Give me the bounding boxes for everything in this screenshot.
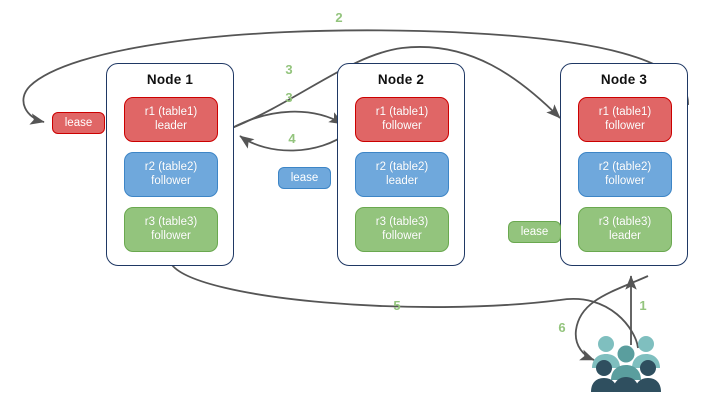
step-label-2: 2	[335, 10, 343, 25]
lease-badge-red[interactable]: lease	[52, 112, 105, 134]
node-3-replica-r2[interactable]: r2 (table2) follower	[578, 152, 672, 197]
node-2-box[interactable]: Node 2 r1 (table1) follower r2 (table2) …	[337, 63, 465, 266]
node-2-replica-r1[interactable]: r1 (table1) follower	[355, 97, 449, 142]
replica-line2: follower	[382, 229, 422, 242]
replica-line1: r2 (table2)	[144, 161, 198, 173]
node-1-box[interactable]: Node 1 r1 (table1) leader r2 (table2) fo…	[106, 63, 234, 266]
replica-line1: r3 (table3)	[598, 216, 652, 228]
node-1-replica-r1[interactable]: r1 (table1) leader	[124, 97, 218, 142]
replica-line1: r1 (table1)	[144, 106, 198, 118]
node-3-replica-r1[interactable]: r1 (table1) follower	[578, 97, 672, 142]
replica-line1: r3 (table3)	[144, 216, 198, 228]
node-2-replica-r3[interactable]: r3 (table3) follower	[355, 207, 449, 252]
step-label-3-upper: 3	[285, 62, 293, 77]
node-1-replica-r2[interactable]: r2 (table2) follower	[124, 152, 218, 197]
replica-line1: r2 (table2)	[375, 161, 429, 173]
node-2-replica-r2[interactable]: r2 (table2) leader	[355, 152, 449, 197]
step-label-3-lower: 3	[285, 90, 293, 105]
step-label-5: 5	[393, 298, 401, 313]
replica-line1: r3 (table3)	[375, 216, 429, 228]
step-label-6: 6	[558, 320, 566, 335]
step-label-1: 1	[639, 298, 647, 313]
node-3-title: Node 3	[600, 72, 648, 87]
lease-badge-blue[interactable]: lease	[278, 167, 331, 189]
replica-line2: leader	[386, 174, 418, 187]
node-3-box[interactable]: Node 3 r1 (table1) follower r2 (table2) …	[560, 63, 688, 266]
lease-badge-green[interactable]: lease	[508, 221, 561, 243]
lease-label: lease	[64, 117, 93, 129]
replica-line1: r2 (table2)	[598, 161, 652, 173]
replica-line2: follower	[605, 174, 645, 187]
replica-line1: r1 (table1)	[375, 106, 429, 118]
arrow-step-3-lower	[231, 110, 344, 129]
users-group-icon	[591, 336, 661, 392]
lease-label: lease	[520, 226, 549, 238]
node-3-replica-r3[interactable]: r3 (table3) leader	[578, 207, 672, 252]
replica-line2: leader	[155, 119, 187, 132]
node-2-title: Node 2	[377, 72, 425, 87]
replica-line2: leader	[609, 229, 641, 242]
step-label-4: 4	[288, 131, 296, 146]
replica-line2: follower	[151, 174, 191, 187]
node-1-title: Node 1	[146, 72, 194, 87]
node-1-replica-r3[interactable]: r3 (table3) follower	[124, 207, 218, 252]
replica-line2: follower	[382, 119, 422, 132]
replica-line1: r1 (table1)	[598, 106, 652, 118]
replica-line2: follower	[151, 229, 191, 242]
replica-line2: follower	[605, 119, 645, 132]
lease-label: lease	[290, 172, 319, 184]
